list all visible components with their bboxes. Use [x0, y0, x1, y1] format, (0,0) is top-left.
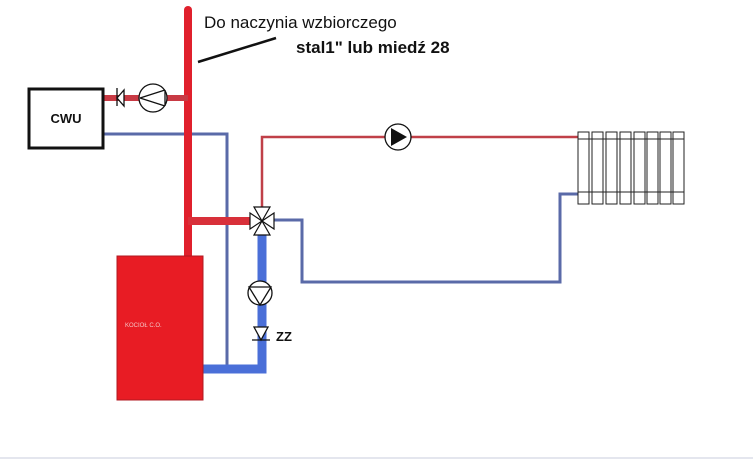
cwu-tank: [27, 87, 105, 150]
zz-label: ZZ: [276, 329, 292, 344]
leader-line: [197, 36, 277, 64]
cwu-return-pipe: [103, 132, 229, 370]
boiler: [116, 255, 204, 401]
check-valve-icon: [116, 88, 125, 108]
mixing-valve-icon: [249, 206, 275, 236]
radiator-return-pipe: [270, 192, 578, 284]
pump-icon: [138, 83, 168, 113]
pump-icon: [384, 123, 412, 151]
pipe-spec-label: stal1" lub miedź 28: [296, 38, 450, 57]
boiler-label: KOCIOŁ C.O.: [125, 323, 162, 329]
pump-icon: [247, 280, 273, 307]
radiator-icon: [577, 131, 685, 205]
boiler-return-pipe: [203, 228, 267, 374]
check-valve-icon: [252, 326, 270, 342]
radiator-supply-pipe: [260, 135, 578, 212]
expansion-vessel-label: Do naczynia wzbiorczego: [204, 13, 397, 32]
cwu-label: CWU: [50, 111, 81, 126]
